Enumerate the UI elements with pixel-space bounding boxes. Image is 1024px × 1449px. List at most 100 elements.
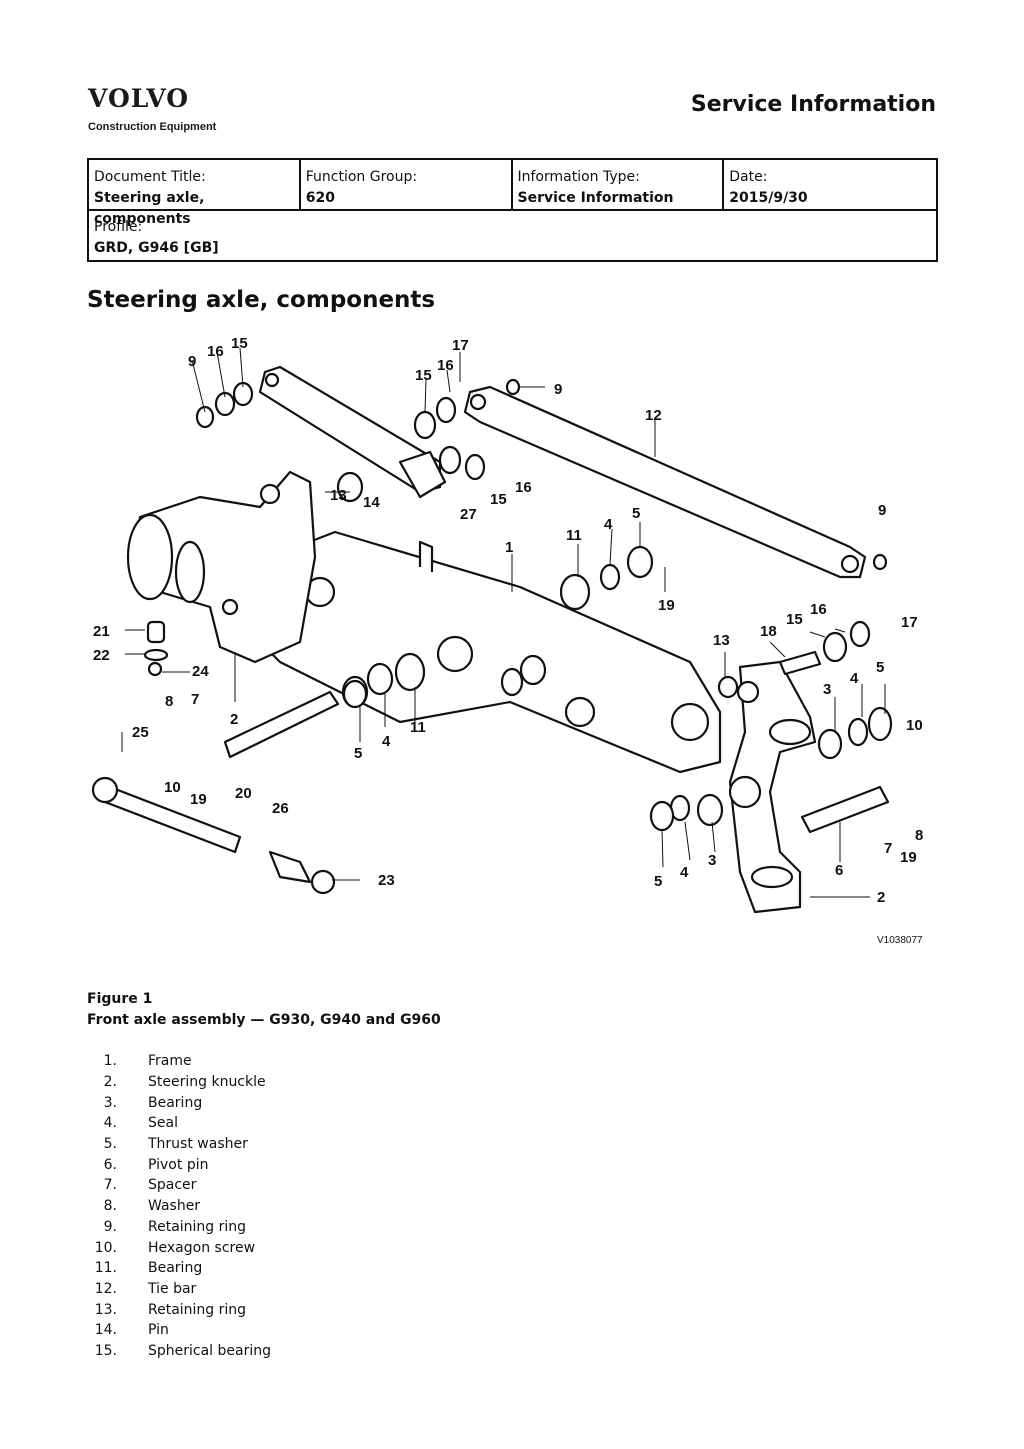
list-item-number: 12.: [94, 1280, 117, 1297]
callout-16c: 16: [515, 479, 532, 496]
list-item: 13.Retaining ring: [87, 1299, 271, 1320]
callout-5: 5: [632, 505, 640, 522]
information-type-value: Service Information: [517, 190, 674, 206]
list-item-label: Thrust washer: [148, 1136, 248, 1153]
list-item-number: 2.: [103, 1074, 117, 1091]
list-item: 8. Washer: [87, 1196, 271, 1217]
list-item-label: Spherical bearing: [148, 1342, 272, 1359]
list-item: 14.Pin: [87, 1320, 271, 1341]
callout-1: 1: [505, 539, 513, 556]
list-item: 3. Bearing: [87, 1092, 271, 1113]
list-item-label: Retaining ring: [148, 1301, 247, 1318]
callout-15d: 15: [786, 611, 803, 628]
list-item-number: 3.: [103, 1094, 117, 1111]
list-item-label: Spacer: [148, 1177, 197, 1194]
list-item: 7. Spacer: [87, 1175, 271, 1196]
callout-8: 8: [165, 693, 173, 710]
callout-8b: 8: [915, 827, 923, 844]
callout-22: 22: [93, 647, 110, 664]
list-item-label: Bearing: [148, 1260, 203, 1277]
callout-9: 9: [188, 353, 196, 370]
figure-caption: Figure 1 Front axle assembly — G930, G94…: [87, 989, 441, 1031]
list-item: 11. Bearing: [87, 1258, 271, 1279]
list-item-label: Bearing: [148, 1094, 203, 1111]
date-cell: Date: 2015/9/30: [724, 160, 936, 209]
frame-drawing: [243, 530, 722, 774]
callout-2b: 2: [877, 889, 885, 906]
callout-12: 12: [645, 407, 662, 424]
list-item: 5. Thrust washer: [87, 1134, 271, 1155]
document-title-cell: Document Title: Steering axle, component…: [89, 160, 301, 227]
callout-5b: 5: [876, 659, 884, 676]
callout-18: 18: [760, 623, 777, 640]
callout-19b: 19: [190, 791, 207, 808]
tie-bar-drawing: [463, 385, 867, 579]
list-item: 1. Frame: [87, 1051, 271, 1072]
figure-caption-text: Front axle assembly — G930, G940 and G96…: [87, 1012, 441, 1028]
brand-subtitle: Construction Equipment: [88, 121, 217, 133]
tie-rod-drawing: [103, 785, 242, 854]
callout-10: 10: [906, 717, 923, 734]
profile-label: Profile:: [94, 219, 143, 235]
callout-11: 11: [566, 527, 582, 544]
figure-caption-title: Figure 1: [87, 991, 153, 1007]
callout-19: 19: [658, 597, 675, 614]
callout-9c: 9: [878, 502, 886, 519]
list-item-label: Hexagon screw: [148, 1239, 256, 1256]
figure-image-code: V1038077: [877, 935, 923, 946]
callout-20: 20: [235, 785, 252, 802]
list-item: 12. Tie bar: [87, 1279, 271, 1300]
callout-13: 13: [330, 487, 347, 504]
list-item-number: 7.: [103, 1177, 117, 1194]
date-value: 2015/9/30: [729, 190, 808, 206]
page-title: Steering axle, components: [87, 287, 436, 313]
list-item: 10. Hexagon screw: [87, 1237, 271, 1258]
callout-17b: 17: [901, 614, 918, 631]
callout-19c: 19: [900, 849, 917, 866]
list-item-label: Pin: [148, 1322, 169, 1339]
list-item-number: 6.: [103, 1156, 117, 1173]
list-item-number: 1.: [103, 1053, 117, 1070]
list-item-number: 8.: [103, 1198, 117, 1215]
pin-drawing: [223, 690, 340, 759]
list-item-number: 5.: [103, 1136, 117, 1153]
callout-15c: 15: [490, 491, 507, 508]
exploded-view-figure: 9 16 15 17 16 15 9 12 13 14 16 15 27 9 5…: [91, 335, 923, 946]
list-item: 6.Pivot pin: [87, 1154, 271, 1175]
list-item-label: Washer: [148, 1198, 201, 1215]
information-type-cell: Information Type: Service Information: [513, 160, 725, 209]
list-item: 15.Spherical bearing: [87, 1341, 271, 1362]
list-item-number: 11.: [94, 1260, 117, 1277]
callout-26: 26: [272, 800, 289, 817]
document-title-label: Document Title:: [94, 169, 206, 185]
function-group-label: Function Group:: [305, 169, 418, 185]
date-label: Date:: [729, 169, 768, 185]
callout-2: 2: [230, 711, 238, 728]
list-item: 9.Retaining ring: [87, 1217, 271, 1238]
profile-cell: Profile: GRD, G946 [GB]: [89, 211, 936, 259]
list-item-number: 10.: [94, 1239, 117, 1256]
brand-wordmark: VOLVO: [88, 84, 190, 113]
parts-list: 1. Frame 2. Steering knuckle 3. Bearing 4.S…: [87, 1051, 271, 1361]
callout-27: 27: [460, 506, 477, 523]
callout-16: 16: [207, 343, 224, 360]
callout-3b: 3: [708, 852, 716, 869]
callout-23: 23: [378, 872, 395, 889]
list-item: 2. Steering knuckle: [87, 1072, 271, 1093]
callout-15b: 15: [415, 367, 432, 384]
callout-10b: 10: [164, 779, 181, 796]
callout-11b: 11: [410, 719, 426, 736]
callout-4: 4: [604, 516, 613, 533]
list-item-label: Frame: [148, 1053, 192, 1070]
list-item: 4.Seal: [87, 1113, 271, 1134]
callout-13b: 13: [713, 632, 730, 649]
callout-4b: 4: [850, 670, 859, 687]
callout-3: 3: [823, 681, 831, 698]
list-item-label: Steering knuckle: [148, 1074, 266, 1091]
callout-25: 25: [132, 724, 149, 741]
callout-15: 15: [231, 335, 248, 352]
callout-24: 24: [192, 663, 209, 680]
callout-4c: 4: [382, 733, 391, 750]
list-item-label: Tie bar: [148, 1280, 197, 1297]
document-title-value: Steering axle, components: [94, 190, 205, 227]
